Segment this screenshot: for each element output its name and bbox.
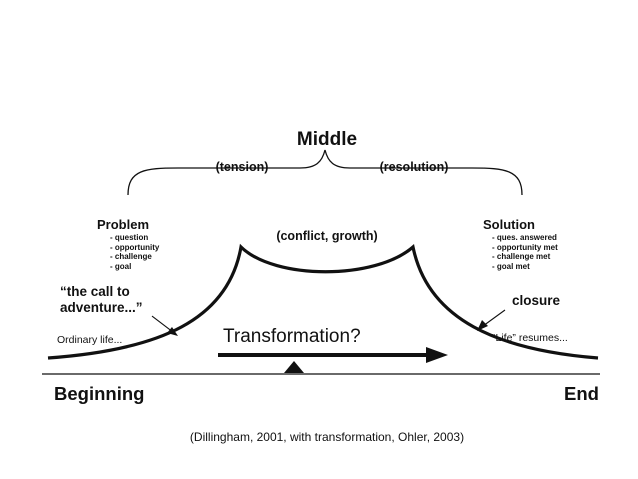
fulcrum-triangle — [284, 361, 304, 373]
story-arc-curve — [47, 243, 599, 360]
call-arrow-head — [167, 327, 178, 336]
problem-item: - question — [110, 233, 149, 242]
resolution-label: (resolution) — [379, 160, 449, 174]
problem-list: - question - opportunity - challenge - g… — [110, 233, 159, 271]
closure-arrow-head — [477, 320, 488, 331]
solution-item: - opportunity met — [492, 242, 558, 252]
call-arrow-line — [151, 315, 174, 333]
life-resumes-label: “Life” resumes... — [492, 332, 568, 344]
problem-heading: Problem — [97, 217, 150, 232]
closure-arrow-line — [482, 309, 506, 327]
call-to-adventure-line-1: “the call to — [60, 284, 130, 299]
problem-item: - opportunity — [110, 242, 160, 252]
closure-label: closure — [512, 293, 561, 308]
tension-label: (tension) — [215, 160, 269, 174]
beginning-label: Beginning — [54, 383, 145, 404]
ordinary-life-label: Ordinary life... — [57, 334, 123, 346]
solution-item: - ques. answered — [492, 233, 557, 242]
call-to-adventure-line-2: adventure...” — [60, 300, 143, 315]
transformation-label: Transformation? — [223, 326, 361, 347]
end-label: End — [564, 383, 599, 404]
problem-item: - challenge — [110, 252, 152, 261]
transformation-arrow-head — [426, 347, 448, 363]
problem-item: - goal — [110, 261, 132, 271]
middle-brace — [127, 149, 523, 196]
solution-item: - challenge met — [492, 252, 551, 261]
solution-item: - goal met — [492, 261, 530, 271]
conflict-growth-label: (conflict, growth) — [276, 229, 378, 243]
solution-heading: Solution — [483, 217, 535, 232]
solution-list: - ques. answered - opportunity met - cha… — [492, 233, 558, 271]
citation: (Dillingham, 2001, with transformation, … — [189, 430, 465, 444]
middle-title: Middle — [296, 129, 358, 150]
